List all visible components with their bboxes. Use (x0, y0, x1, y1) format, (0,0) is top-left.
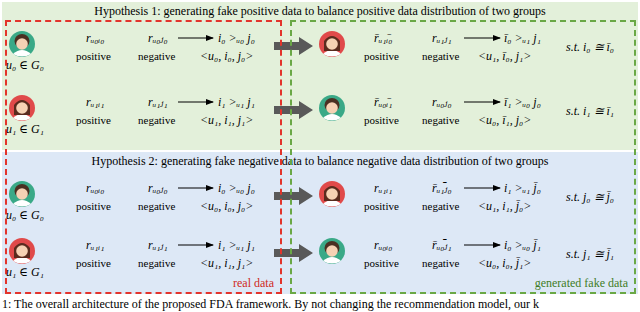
user-avatar (319, 95, 345, 121)
feedback-type: positive (76, 256, 111, 270)
preference-relation: i₁ >ᵤ₁ j₁ (218, 238, 255, 252)
feedback-type: positive (364, 256, 399, 270)
user-group-label: u₀ ∈ G₀ (6, 208, 44, 222)
user-avatar (9, 181, 35, 207)
feedback-type: negative (422, 256, 459, 270)
rating-symbol: rᵤ₁ⱼ₁ (148, 95, 168, 109)
user-avatar (319, 238, 345, 264)
rating-symbol: rᵤ₀ᵢ₀ (86, 31, 104, 45)
user-avatar (319, 181, 345, 207)
feedback-type: negative (138, 256, 175, 270)
similarity-constraint: s.t. i₁ ≅ ī₁ (566, 104, 614, 118)
region-label: real data (233, 276, 274, 290)
hypothesis-band: Hypothesis 1: generating fake positive d… (2, 2, 638, 150)
feedback-type: negative (138, 49, 175, 63)
feedback-type: positive (76, 199, 111, 213)
preference-relation: ī₀ >ᵤ₁ j₁ (504, 31, 541, 45)
rating-symbol: r̄ᵤ₀ᵢ̄₁ (374, 95, 392, 109)
rating-symbol: rᵤ₁ⱼ₁ (148, 238, 168, 252)
rating-symbol: r̄ᵤ₀ⱼ̄₁ (432, 238, 452, 252)
preference-relation: i₀ >ᵤ₀ j̄₁ (504, 238, 541, 252)
figure-caption: 1: The overall architecture of the propo… (2, 297, 539, 311)
preference-relation: i₁ >ᵤ₁ j̄₀ (504, 181, 541, 195)
rating-symbol: rᵤ₁ⱼ₁ (432, 31, 452, 45)
similarity-constraint: s.t. j₁ ≅ j̄₁ (566, 247, 614, 261)
rating-symbol: rᵤ₀ⱼ₀ (148, 31, 168, 45)
feedback-type: negative (422, 49, 459, 63)
preference-relation: i₀ >ᵤ₀ j₀ (218, 31, 255, 45)
rating-symbol: rᵤ₀ᵢ₀ (86, 181, 104, 195)
feedback-type: positive (364, 199, 399, 213)
preference-relation: ī₁ >ᵤ₀ j₀ (504, 95, 541, 109)
feedback-type: negative (138, 199, 175, 213)
rating-symbol: rᵤ₀ⱼ₀ (148, 181, 168, 195)
feedback-type: positive (364, 49, 399, 63)
rating-symbol: rᵤ₁ᵢ₁ (86, 95, 104, 109)
similarity-constraint: s.t. j₀ ≅ j̄₀ (566, 190, 614, 204)
band-title: Hypothesis 2: generating fake negative d… (92, 154, 549, 168)
user-group-label: u₀ ∈ G₀ (6, 58, 44, 72)
region-label: generated fake data (535, 276, 628, 290)
rating-symbol: r̄ᵤ₁ᵢ̄₀ (374, 31, 392, 45)
training-triple: <u₁, i₁, j₁> (200, 256, 253, 270)
feedback-type: negative (422, 113, 459, 127)
rating-symbol: rᵤ₁ᵢ₁ (374, 181, 392, 195)
preference-relation: i₀ >ᵤ₀ j₀ (218, 181, 255, 195)
training-triple: <u₁, i₁, j₁> (200, 113, 253, 127)
user-group-label: u₁ ∈ G₁ (6, 122, 44, 136)
user-avatar (9, 31, 35, 57)
user-avatar (319, 31, 345, 57)
feedback-type: negative (422, 199, 459, 213)
rating-symbol: r̄ᵤ₁ⱼ̄₀ (432, 181, 452, 195)
preference-relation: i₁ >ᵤ₁ j₁ (218, 95, 255, 109)
user-avatar (9, 95, 35, 121)
band-title: Hypothesis 1: generating fake positive d… (94, 4, 546, 18)
training-triple: <u₀, i₀, j̄₁> (478, 256, 531, 270)
training-triple: <u₀, i₀, j₀> (200, 199, 253, 213)
rating-symbol: rᵤ₀ᵢ₀ (374, 238, 392, 252)
feedback-type: negative (138, 113, 175, 127)
feedback-type: positive (364, 113, 399, 127)
training-triple: <u₀, i₀, j₀> (200, 49, 253, 63)
feedback-type: positive (76, 49, 111, 63)
feedback-type: positive (76, 113, 111, 127)
training-triple: <u₁, i₁, j̄₀> (478, 199, 531, 213)
user-group-label: u₁ ∈ G₁ (6, 265, 44, 279)
rating-symbol: rᵤ₀ⱼ₀ (432, 95, 452, 109)
similarity-constraint: s.t. i₀ ≅ ī₀ (566, 40, 614, 54)
user-avatar (9, 238, 35, 264)
training-triple: <u₁, ī₀, j₁> (478, 49, 531, 63)
hypothesis-band: Hypothesis 2: generating fake negative d… (2, 152, 638, 294)
training-triple: <u₀, ī₁, j₀> (478, 113, 531, 127)
rating-symbol: rᵤ₁ᵢ₁ (86, 238, 104, 252)
